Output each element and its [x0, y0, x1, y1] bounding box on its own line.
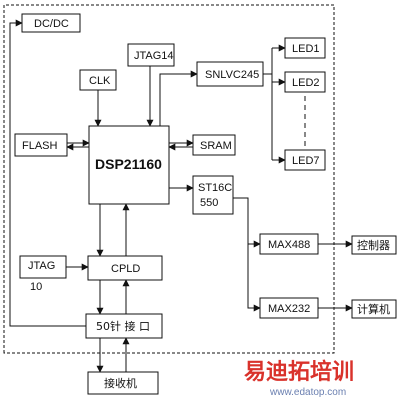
- computer-label: 计算机: [357, 302, 390, 316]
- sram-block: SRAM: [192, 134, 236, 156]
- connection-lines: [9, 19, 353, 373]
- led1-label: LED1: [292, 43, 320, 55]
- jtag10-label: JTAG: [28, 260, 55, 272]
- led2-block: LED2: [284, 71, 326, 93]
- flash-label: FLASH: [22, 140, 58, 152]
- snlvc245-label: SNLVC245: [205, 69, 259, 81]
- st16c-label: ST16C: [198, 182, 232, 194]
- controller-block: 控制器: [351, 235, 397, 255]
- led7-label: LED7: [292, 155, 320, 167]
- led2-label: LED2: [292, 77, 320, 89]
- watermark-title: 易迪拓培训: [244, 359, 354, 385]
- connector50-label: 50针 接 口: [96, 319, 150, 333]
- controller-label: 控制器: [357, 238, 390, 252]
- clk-block: CLK: [79, 69, 117, 91]
- cpld-label: CPLD: [111, 263, 140, 275]
- max488-block: MAX488: [259, 233, 319, 255]
- sram-label: SRAM: [200, 140, 232, 152]
- jtag14-block: JTAG14: [127, 43, 175, 67]
- clk-label: CLK: [89, 75, 111, 87]
- receiver-block: 接收机: [87, 371, 159, 395]
- receiver-label: 接收机: [104, 376, 137, 390]
- watermark-url: www.edatop.com: [269, 387, 346, 398]
- computer-block: 计算机: [351, 299, 397, 319]
- dcdc-label: DC/DC: [34, 18, 69, 30]
- max232-label: MAX232: [268, 303, 310, 315]
- st16c550-block: ST16C 550: [192, 175, 234, 215]
- jtag10-block: JTAG 10: [19, 255, 67, 293]
- jtag14-label: JTAG14: [134, 50, 174, 62]
- dsp21160-block: DSP21160: [88, 125, 170, 205]
- dsp21160-label: DSP21160: [95, 156, 162, 172]
- snlvc245-block: SNLVC245: [196, 61, 264, 87]
- dcdc-block: DC/DC: [21, 13, 81, 33]
- flash-block: FLASH: [14, 133, 68, 157]
- st16c-550-label: 550: [200, 197, 218, 209]
- board-boundary: [3, 4, 335, 354]
- watermark-logo: 易迪拓培训 www.edatop.com: [244, 359, 354, 398]
- cpld-block: CPLD: [87, 255, 163, 281]
- jtag10-num-label: 10: [30, 281, 42, 293]
- led7-block: LED7: [284, 149, 326, 171]
- connector50-block: 50针 接 口: [85, 313, 163, 339]
- led1-block: LED1: [284, 37, 326, 59]
- max488-label: MAX488: [268, 239, 310, 251]
- max232-block: MAX232: [259, 297, 319, 319]
